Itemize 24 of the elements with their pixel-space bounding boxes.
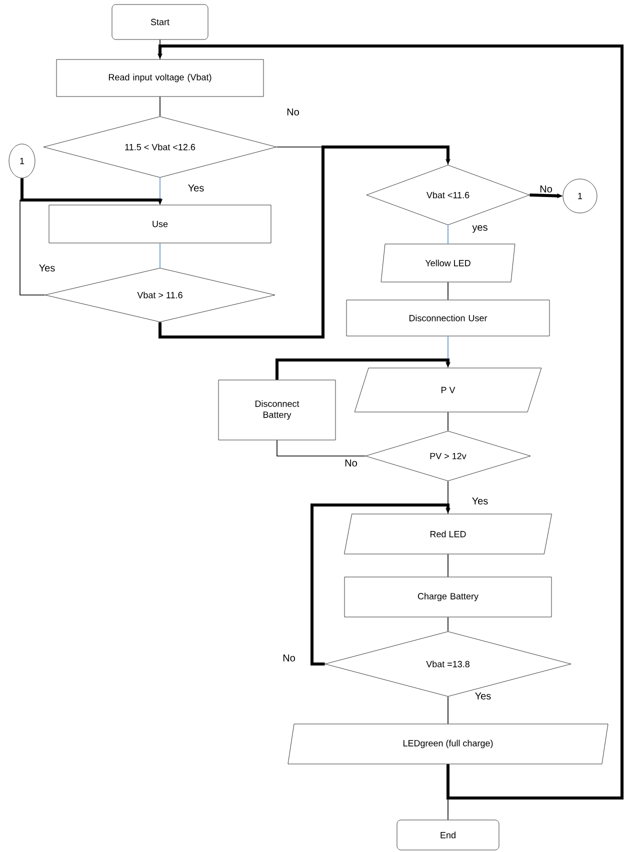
edge-label: yes [471, 224, 489, 234]
arrow [20, 198, 163, 296]
connector-line [276, 146, 448, 166]
terminal-box: End [396, 820, 500, 850]
edge-label: Yes [186, 184, 206, 192]
edge-label: No [344, 458, 358, 468]
arrow [310, 504, 451, 666]
process-box: Charge Battery [344, 576, 552, 618]
data-parallelogram: P V [354, 368, 542, 412]
terminal-box: Start [112, 4, 208, 40]
arrow [276, 358, 451, 380]
edge-label: No [286, 108, 300, 116]
process-box: Use [48, 204, 272, 244]
data-parallelogram: Red LED [344, 514, 552, 554]
data-parallelogram: Yellow LED [380, 244, 516, 282]
connector-line [276, 440, 366, 456]
data-parallelogram: LEDgreen (full charge) [288, 724, 608, 764]
arrow [158, 146, 451, 338]
edge-label: Yes [470, 496, 490, 506]
process-box: Read input voltage (Vbat) [56, 59, 264, 97]
process-box: Disconnection User [346, 300, 550, 336]
edge-label: No [282, 654, 296, 662]
edge-label: No [538, 184, 554, 194]
process-box: Disconnect Battery [218, 380, 336, 440]
